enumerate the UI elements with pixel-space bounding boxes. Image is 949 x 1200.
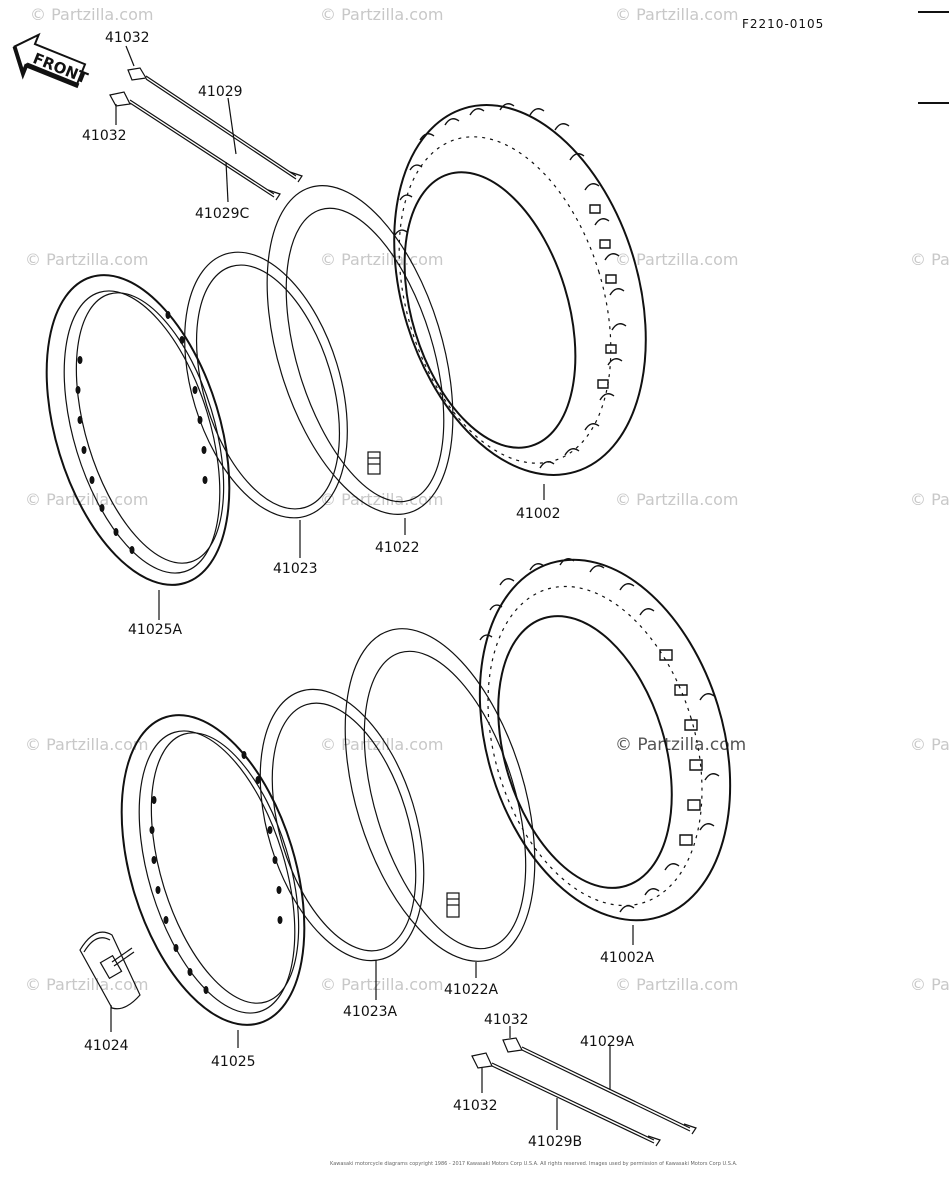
watermark: © Partzilla.com: [320, 5, 443, 24]
rim-band-41023A: [259, 688, 425, 962]
watermark: © Partzilla.com: [615, 490, 738, 509]
watermark: © Partzilla.com: [30, 5, 153, 24]
spoke-41029: [127, 67, 303, 183]
rim-band-41023: [184, 251, 348, 519]
rim-lock-41024: [79, 931, 141, 1010]
watermark-bold: © Partzilla.com: [615, 735, 746, 755]
rim-41025: [120, 714, 306, 1026]
tire-41002A: [478, 558, 732, 922]
label-41002A: 41002A: [600, 950, 655, 966]
watermark: © Partzilla.com: [615, 975, 738, 994]
label-41022: 41022: [375, 540, 420, 556]
watermark: © Partzilla.com: [25, 490, 148, 509]
watermark: © Partzilla.com: [25, 250, 148, 269]
label-41029A: 41029A: [580, 1034, 635, 1050]
label-41032: 41032: [484, 1012, 529, 1028]
watermark: © Partzilla.com: [25, 735, 148, 754]
label-41002: 41002: [516, 506, 561, 522]
label-41025: 41025: [211, 1054, 256, 1070]
watermark: © Partzilla.com: [320, 735, 443, 754]
watermark: © Partzilla.com: [615, 5, 738, 24]
diagram-code: F2210-0105: [742, 17, 824, 31]
valve-stem-icon: [367, 451, 381, 475]
watermark: © Partzilla.com: [910, 490, 949, 509]
label-41029: 41029: [198, 84, 243, 100]
label-41032: 41032: [82, 128, 127, 144]
watermark: © Partzilla.com: [615, 250, 738, 269]
label-41032: 41032: [105, 30, 150, 46]
label-41029C: 41029C: [195, 206, 250, 222]
spoke-41029A: [502, 1037, 697, 1135]
spoke-41029B: [471, 1052, 661, 1147]
watermark: © Partzilla.com: [320, 490, 443, 509]
label-41024: 41024: [84, 1038, 129, 1054]
valve-stem-icon: [446, 892, 460, 918]
watermark: © Partzilla.com: [910, 250, 949, 269]
watermark: © Partzilla.com: [320, 975, 443, 994]
leader-lines: [110, 45, 634, 1130]
watermarks: © Partzilla.com © Partzilla.com © Partzi…: [25, 5, 949, 994]
watermark: © Partzilla.com: [25, 975, 148, 994]
tube-41022: [266, 185, 454, 515]
label-41029B: 41029B: [528, 1134, 582, 1150]
label-41023A: 41023A: [343, 1004, 398, 1020]
label-41025A: 41025A: [128, 622, 183, 638]
watermark: © Partzilla.com: [910, 975, 949, 994]
spoke-41029C: [109, 91, 281, 201]
label-41023: 41023: [273, 561, 318, 577]
label-41032: 41032: [453, 1098, 498, 1114]
watermark: © Partzilla.com: [320, 250, 443, 269]
rim-41025A: [45, 274, 231, 586]
watermark: © Partzilla.com: [910, 735, 949, 754]
label-41022A: 41022A: [444, 982, 499, 998]
copyright-notice: Kawasaki motorcycle diagrams copyright 1…: [330, 1161, 738, 1167]
tire-41002: [393, 103, 647, 476]
tube-41022A: [344, 628, 536, 962]
front-arrow-icon: FRONT: [12, 32, 91, 89]
